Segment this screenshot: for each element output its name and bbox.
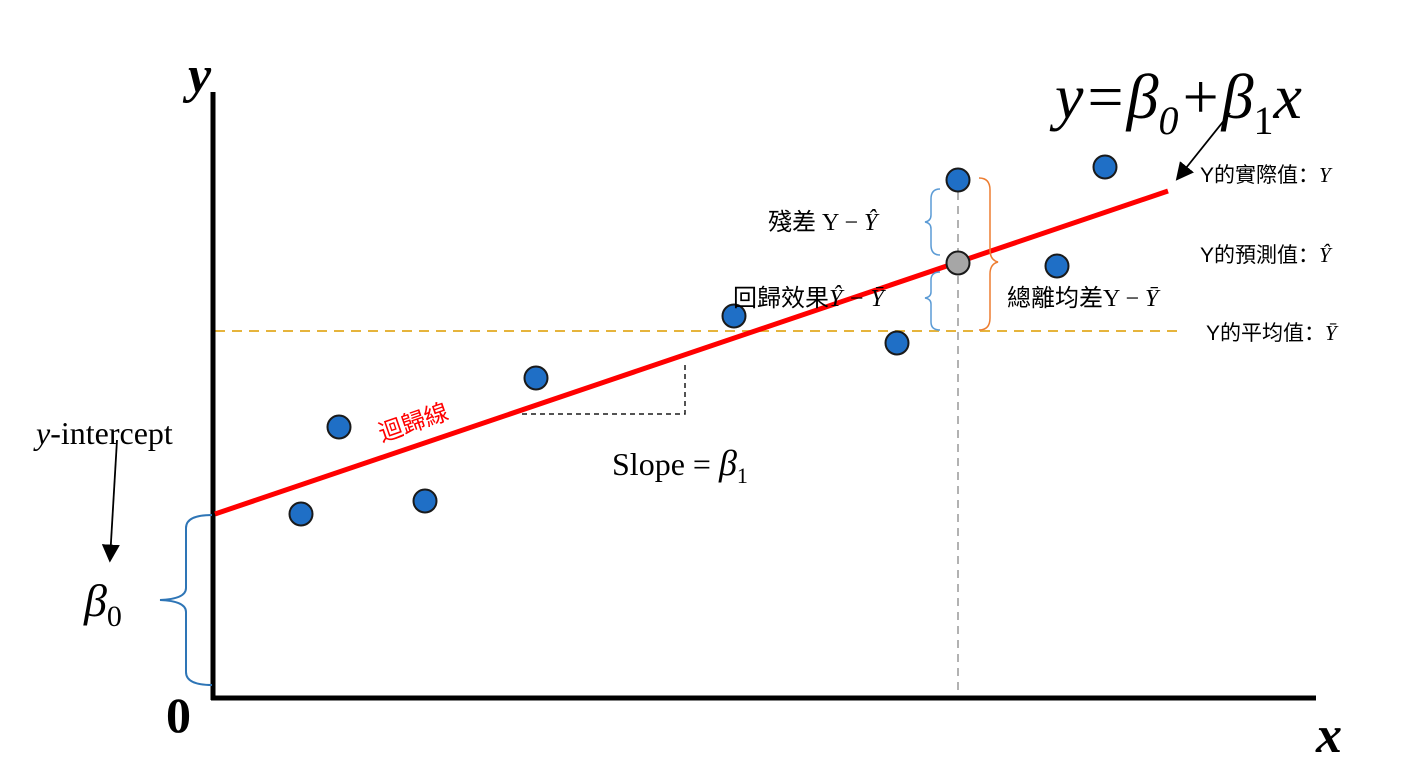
slope-triangle — [522, 361, 686, 415]
y-axis-label: y — [182, 47, 212, 104]
data-point — [1044, 253, 1070, 279]
data-point — [884, 330, 910, 356]
data-point — [523, 365, 549, 391]
intercept-brace — [159, 514, 213, 686]
x-axis-label: x — [1315, 707, 1342, 764]
equation-arrow — [1175, 112, 1231, 181]
intercept-arrow — [101, 439, 120, 563]
regression-line — [214, 188, 1169, 517]
predicted-point — [945, 250, 971, 276]
data-point-actual-y — [945, 167, 971, 193]
actual-value-label: Y的實際值：Y — [1200, 163, 1333, 187]
regression-equation: y=β0+β1x — [1049, 61, 1302, 143]
mean-value-label: Y的平均值：Ȳ — [1206, 321, 1339, 345]
regression-line-label: 迴歸線 — [375, 399, 452, 448]
data-point — [326, 414, 352, 440]
regression-effect-label: 回歸效果Ŷ − Ȳ — [733, 285, 887, 312]
residual-label: 殘差 Y − Ŷ — [768, 209, 880, 236]
total-deviation-label: 總離均差Y − Ȳ — [1007, 285, 1161, 312]
beta0-label: β0 — [83, 575, 122, 633]
residual-brace — [924, 188, 941, 256]
data-point — [721, 303, 747, 329]
data-point — [288, 501, 314, 527]
y-intercept-label: y-intercept — [33, 415, 173, 451]
slope-label: Slope = β1 — [612, 443, 748, 488]
data-point — [1092, 154, 1118, 180]
data-point — [412, 488, 438, 514]
total-deviation-brace — [978, 177, 999, 331]
regression-effect-brace — [924, 271, 941, 331]
predicted-value-label: Y的預測值：Ŷ — [1200, 243, 1333, 267]
origin-label: 0 — [166, 687, 191, 743]
